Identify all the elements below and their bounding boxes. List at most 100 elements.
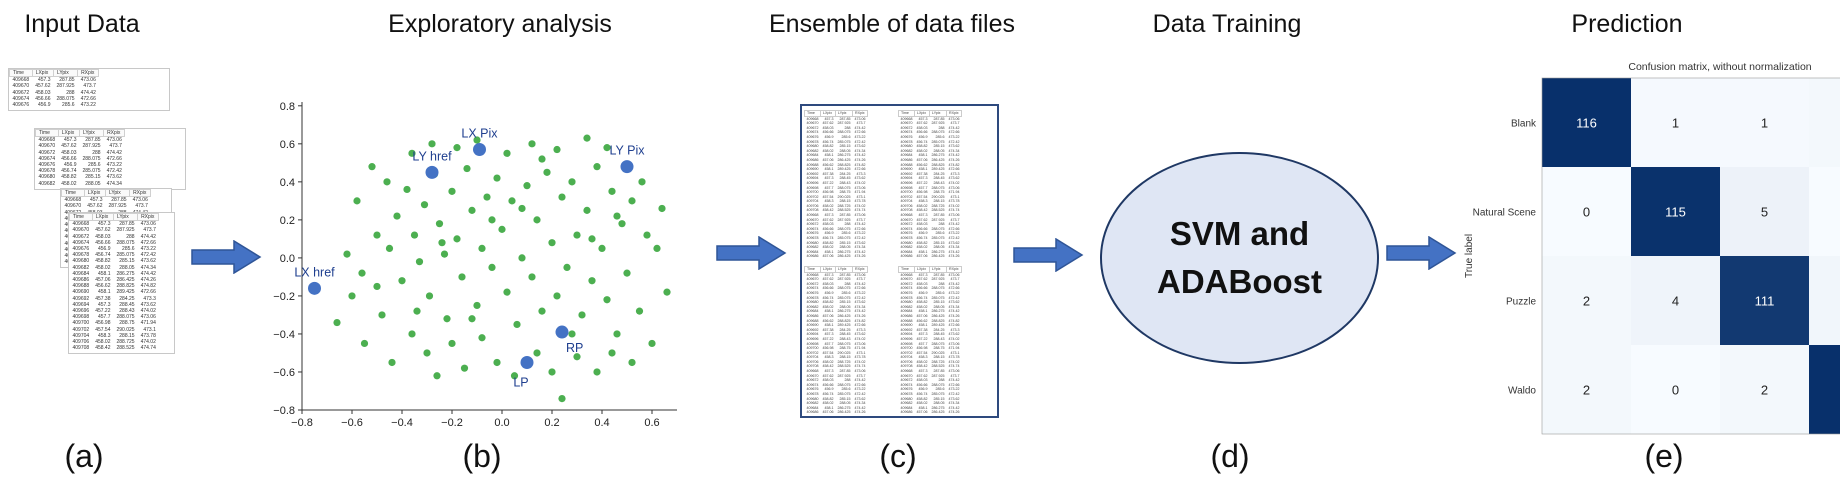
stage-title-prediction: Prediction	[1571, 10, 1683, 38]
scatter-point	[483, 193, 491, 201]
scatter-point	[613, 330, 621, 338]
stage-title-data-training: Data Training	[1152, 10, 1302, 38]
scatter-point	[383, 178, 391, 186]
sheet-header-cell: LXpix	[57, 128, 80, 138]
sheet-header-cell: Time	[61, 189, 85, 198]
scatter-point	[648, 339, 656, 348]
scatter-point	[443, 315, 451, 323]
sheet-header-cell: RXpix	[129, 189, 152, 198]
scatter-point	[618, 220, 626, 228]
scatter-point	[473, 136, 481, 144]
stage-label-a: (a)	[64, 438, 104, 474]
scatter-point	[510, 372, 519, 380]
scatter-point	[603, 144, 611, 152]
scatter-point	[588, 277, 596, 285]
scatter-point	[573, 353, 581, 361]
svm-adaboost-ellipse: SVM and ADABoost	[1100, 152, 1379, 364]
scatter-point	[548, 368, 556, 376]
stage-label-d: (d)	[1210, 438, 1250, 474]
cm-cell	[1542, 256, 1631, 345]
sheet-header-cell: LXpix	[31, 69, 54, 78]
scatter-point	[468, 206, 476, 214]
sheet-header-cell: LXpix	[91, 213, 114, 222]
scatter-point	[440, 250, 449, 258]
stage-title-ensemble: Ensemble of data files	[769, 10, 1015, 38]
scatter-point	[653, 244, 661, 252]
scatter-point	[493, 358, 501, 367]
scatter-point	[478, 334, 486, 342]
scatter-point	[333, 318, 341, 327]
scatter-point	[508, 197, 516, 205]
cm-ylabel: True label	[1464, 234, 1475, 278]
scatter-point	[553, 292, 561, 300]
flow-arrow-2	[716, 236, 787, 270]
cm-title: Confusion matrix, without normalization	[1628, 61, 1811, 73]
scatter-point	[385, 244, 394, 252]
scatter-x-tick: 0.6	[644, 417, 659, 429]
scatter-point	[583, 206, 591, 214]
sheet-header-cell: RXpix	[137, 213, 160, 222]
scatter-point	[473, 301, 481, 310]
scatter-point	[518, 204, 526, 213]
cm-cell	[1809, 78, 1840, 167]
scatter-point	[613, 212, 621, 220]
scatter-point	[528, 273, 536, 281]
scatter-point	[438, 239, 446, 247]
scatter-x-tick: −0.2	[441, 417, 463, 429]
scatter-point	[378, 311, 386, 319]
scatter-point	[398, 277, 406, 285]
stage-title-exploratory-analysis: Exploratory analysis	[388, 10, 612, 38]
scatter-point	[488, 263, 496, 272]
scatter-point	[533, 216, 541, 224]
scatter-point	[608, 349, 616, 357]
scatter-point	[488, 216, 496, 224]
scatter-point	[663, 288, 671, 296]
scatter-point	[468, 315, 476, 323]
scatter-point	[628, 197, 636, 205]
scatter-point	[388, 358, 396, 367]
stage-label-b: (b)	[462, 438, 502, 474]
scatter-point	[463, 164, 471, 173]
sheet-header-cell: Time	[35, 128, 59, 138]
scatter-y-tick: 0.4	[280, 177, 295, 189]
stage-label-c: (c)	[879, 438, 917, 474]
sheet-header-cell: RXpix	[103, 128, 126, 138]
scatter-y-tick: 0.6	[280, 139, 295, 151]
stage-title-input-data: Input Data	[24, 10, 140, 38]
scatter-y-tick: 0.0	[280, 253, 295, 265]
scatter-point	[420, 201, 429, 209]
cm-cell-value: 2	[1583, 294, 1590, 309]
scatter-point	[448, 339, 456, 348]
feature-marker-label: LX href	[294, 265, 335, 279]
scatter-y-tick: 0.2	[280, 215, 295, 227]
cm-cell	[1542, 345, 1631, 434]
scatter-point	[573, 231, 581, 239]
scatter-point	[493, 174, 501, 182]
cm-cell	[1631, 167, 1720, 256]
scatter-point	[658, 204, 666, 213]
scatter-point	[410, 231, 419, 239]
scatter-point	[628, 358, 636, 367]
